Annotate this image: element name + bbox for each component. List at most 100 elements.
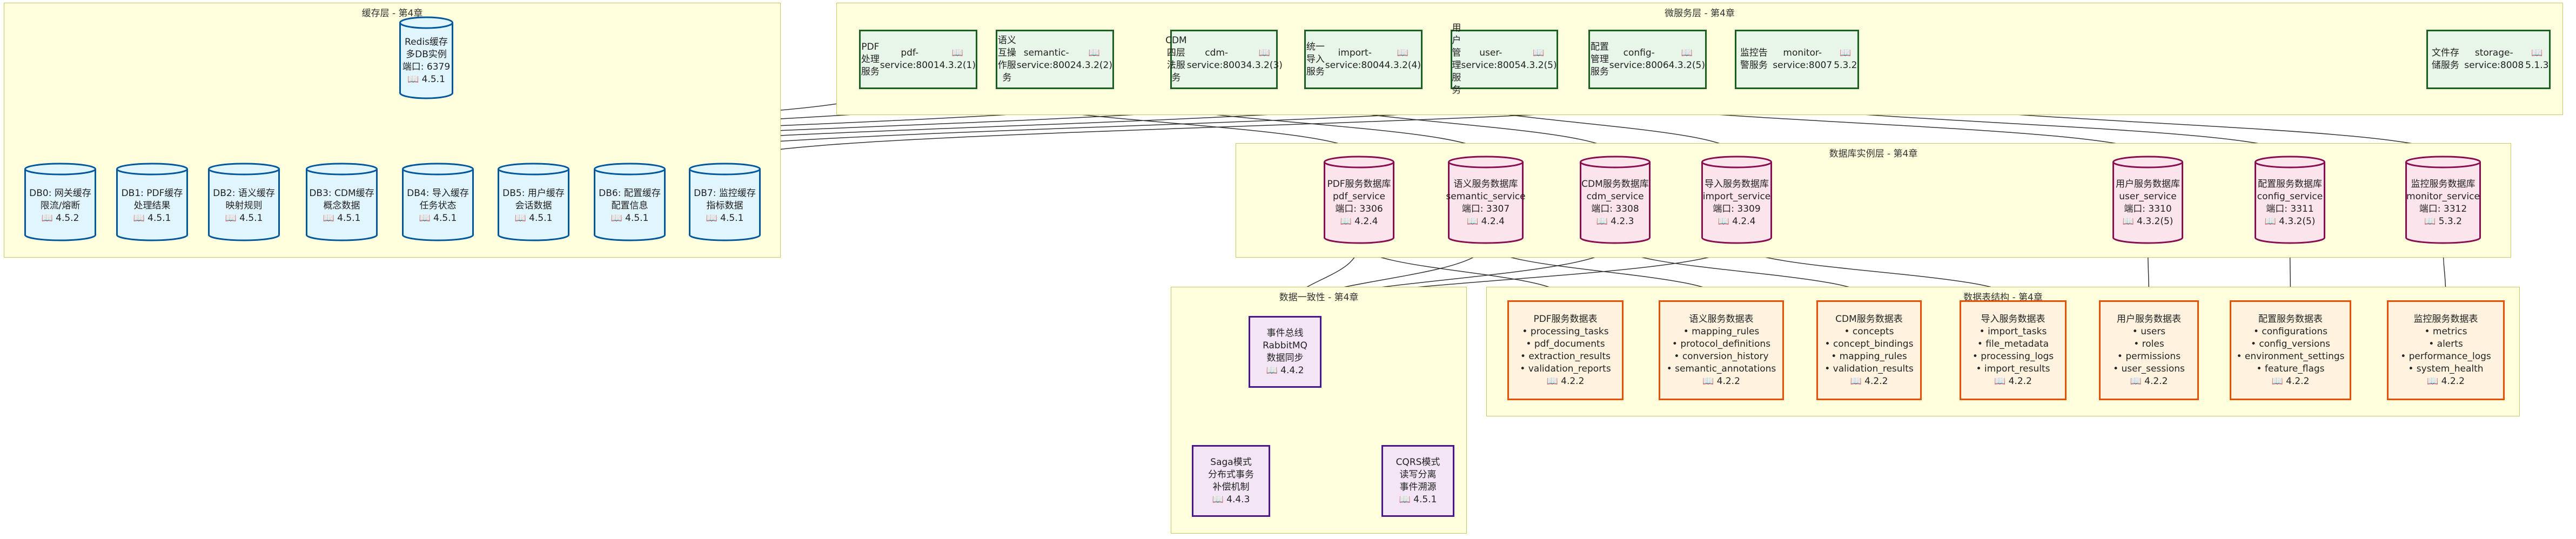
cache-db4-label: DB4: 导入缓存 任务状态 📖 4.5.1 <box>407 187 469 224</box>
cylinder-rim <box>1448 161 1524 169</box>
database-config-cylinder[interactable]: 配置服务数据库 config_service 端口: 3311 📖 4.3.2(… <box>2255 156 2325 244</box>
cylinder-rim <box>116 169 188 176</box>
service-ref: 📖 4.3.2(5) <box>1520 48 1557 71</box>
table-node-config[interactable]: 配置服务数据表 • configurations • config_versio… <box>2230 300 2351 400</box>
cache-db3-cylinder[interactable]: DB3: CDM缓存 概念数据 📖 4.5.1 <box>306 163 378 241</box>
table-node-pdf-label: PDF服务数据表 • processing_tasks • pdf_docume… <box>1520 313 1611 387</box>
table-node-pdf[interactable]: PDF服务数据表 • processing_tasks • pdf_docume… <box>1507 300 1624 400</box>
cache-db0-label: DB0: 网关缓存 限流/熔断 📖 4.5.2 <box>29 187 91 224</box>
service-name: 语义互操作服务 <box>997 35 1016 83</box>
database-cdm-label: CDM服务数据库 cdm_service 端口: 3308 📖 4.2.3 <box>1581 179 1649 227</box>
database-cdm-cylinder[interactable]: CDM服务数据库 cdm_service 端口: 3308 📖 4.2.3 <box>1580 156 1651 244</box>
redis-cylinder[interactable]: Redis缓存 多DB实例 端口: 6379 📖 4.5.1 <box>399 16 453 99</box>
database-pdf-label: PDF服务数据库 pdf_service 端口: 3306 📖 4.2.4 <box>1327 179 1391 227</box>
database-pdf-cylinder[interactable]: PDF服务数据库 pdf_service 端口: 3306 📖 4.2.4 <box>1324 156 1394 244</box>
service-host: pdf-service:8001 <box>880 48 940 71</box>
table-node-monitor[interactable]: 监控服务数据表 • metrics • alerts • performance… <box>2387 300 2505 400</box>
service-host: monitor-service:8007 <box>1773 48 1833 71</box>
service-host: storage-service:8008 <box>2464 48 2524 71</box>
cache-db3-label: DB3: CDM缓存 概念数据 📖 4.5.1 <box>309 187 374 224</box>
cylinder-body <box>2112 156 2183 244</box>
redis-label: Redis缓存 多DB实例 端口: 6379 📖 4.5.1 <box>402 37 451 85</box>
cache-db5-cylinder[interactable]: DB5: 用户缓存 会话数据 📖 4.5.1 <box>498 163 569 241</box>
cylinder-rim <box>208 169 280 176</box>
cylinder-rim <box>2112 161 2183 169</box>
service-name: 配置管理服务 <box>1590 41 1609 77</box>
table-node-user-label: 用户服务数据表 • users • roles • permissions • … <box>2113 313 2185 387</box>
cylinder-shape <box>2112 156 2183 244</box>
cylinder-body <box>402 163 474 241</box>
cylinder-shape <box>402 163 474 241</box>
table-node-monitor-label: 监控服务数据表 • metrics • alerts • performance… <box>2400 313 2491 387</box>
database-instance-layer-title: 数据库实例层 - 第4章 <box>1829 149 1918 159</box>
cylinder-body <box>1448 156 1524 244</box>
cache-db7-cylinder[interactable]: DB7: 监控缓存 指标数据 📖 4.5.1 <box>689 163 761 241</box>
cylinder-rim <box>498 169 569 176</box>
service-ref: 📖 4.3.2(4) <box>1384 48 1421 71</box>
cylinder-body <box>2405 156 2481 244</box>
cylinder-shape <box>306 163 378 241</box>
database-user-cylinder[interactable]: 用户服务数据库 user_service 端口: 3310 📖 4.3.2(5) <box>2112 156 2183 244</box>
database-monitor-label: 监控服务数据库 monitor_service 端口: 3312 📖 5.3.2 <box>2406 179 2480 227</box>
cylinder-rim <box>24 169 96 176</box>
cylinder-rim <box>2255 161 2325 169</box>
microservice-layer-title: 微服务层 - 第4章 <box>1665 8 1735 19</box>
cache-db0-cylinder[interactable]: DB0: 网关缓存 限流/熔断 📖 4.5.2 <box>24 163 96 241</box>
database-semantic-cylinder[interactable]: 语义服务数据库 semantic_service 端口: 3307 📖 4.2.… <box>1446 156 1526 244</box>
service-name: 统一导入服务 <box>1306 41 1325 77</box>
cylinder-body <box>1324 156 1394 244</box>
cache-db2-cylinder[interactable]: DB2: 语义缓存 映射规则 📖 4.5.1 <box>208 163 280 241</box>
service-host: cdm-service:8003 <box>1186 48 1246 71</box>
cqrs-pattern-label: CQRS模式 读写分离 事件溯源 📖 4.5.1 <box>1396 456 1440 505</box>
service-host: import-service:8004 <box>1325 48 1385 71</box>
cylinder-shape <box>1324 156 1394 244</box>
cylinder-shape <box>1580 156 1651 244</box>
cache-db1-cylinder[interactable]: DB1: PDF缓存 处理结果 📖 4.5.1 <box>116 163 188 241</box>
service-ref: 📖 5.1.3 <box>2525 48 2549 71</box>
service-ref: 📖 5.3.2 <box>1834 48 1857 71</box>
service-ref: 📖 4.3.2(5) <box>1668 48 1705 71</box>
table-node-semantic[interactable]: 语义服务数据表 • mapping_rules • protocol_defin… <box>1659 300 1784 400</box>
cylinder-body <box>1580 156 1651 244</box>
service-name: CDM四层法服务 <box>1165 35 1187 83</box>
service-host: user-service:8005 <box>1461 48 1521 71</box>
cylinder-shape <box>1448 156 1524 244</box>
cylinder-body <box>116 163 188 241</box>
table-node-cdm-label: CDM服务数据表 • concepts • concept_bindings •… <box>1824 313 1914 387</box>
cache-db6-label: DB6: 配置缓存 配置信息 📖 4.5.1 <box>599 187 661 224</box>
cylinder-rim <box>306 169 378 176</box>
cylinder-shape <box>24 163 96 241</box>
cylinder-shape <box>208 163 280 241</box>
cylinder-shape <box>1701 156 1772 244</box>
cache-db4-cylinder[interactable]: DB4: 导入缓存 任务状态 📖 4.5.1 <box>402 163 474 241</box>
data-consistency-title: 数据一致性 - 第4章 <box>1279 292 1359 303</box>
cache-db7-label: DB7: 监控缓存 指标数据 📖 4.5.1 <box>694 187 756 224</box>
service-host: config-service:8006 <box>1609 48 1669 71</box>
saga-pattern-node[interactable]: Saga模式 分布式事务 补偿机制 📖 4.4.3 <box>1192 445 1270 517</box>
event-bus-node[interactable]: 事件总线 RabbitMQ 数据同步 📖 4.4.2 <box>1249 316 1321 388</box>
database-import-cylinder[interactable]: 导入服务数据库 import_service 端口: 3309 📖 4.2.4 <box>1701 156 1772 244</box>
cylinder-body <box>306 163 378 241</box>
database-monitor-cylinder[interactable]: 监控服务数据库 monitor_service 端口: 3312 📖 5.3.2 <box>2405 156 2481 244</box>
cylinder-rim <box>689 169 761 176</box>
cylinder-body <box>399 16 453 99</box>
table-node-import[interactable]: 导入服务数据表 • import_tasks • file_metadata •… <box>1960 300 2067 400</box>
cylinder-body <box>2255 156 2325 244</box>
service-ref: 📖 4.3.2(3) <box>1246 48 1283 71</box>
event-bus-label: 事件总线 RabbitMQ 数据同步 📖 4.4.2 <box>1263 327 1307 376</box>
table-node-cdm[interactable]: CDM服务数据表 • concepts • concept_bindings •… <box>1816 300 1922 400</box>
service-name: 文件存储服务 <box>2431 48 2459 71</box>
cylinder-shape <box>399 16 453 99</box>
cache-db6-cylinder[interactable]: DB6: 配置缓存 配置信息 📖 4.5.1 <box>594 163 666 241</box>
cqrs-pattern-node[interactable]: CQRS模式 读写分离 事件溯源 📖 4.5.1 <box>1381 445 1454 517</box>
table-node-user[interactable]: 用户服务数据表 • users • roles • permissions • … <box>2099 300 2199 400</box>
service-host: semantic-service:8002 <box>1016 48 1076 71</box>
